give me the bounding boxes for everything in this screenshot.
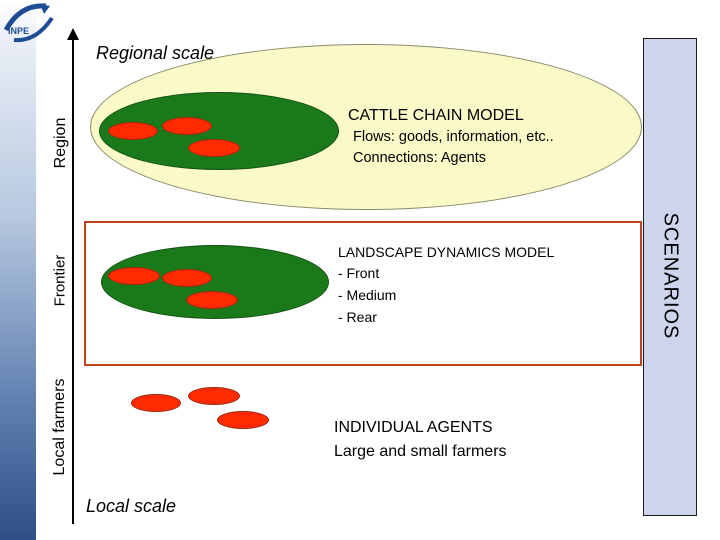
region-agent-dot — [188, 139, 240, 157]
landscape-item-rear: - Rear — [338, 309, 377, 325]
cattle-chain-line1: Flows: goods, information, etc.. — [353, 129, 554, 145]
region-level-label: Region — [52, 117, 69, 169]
region-agent-dot — [108, 122, 158, 140]
scenarios-label: SCENARIOS — [659, 212, 682, 340]
agents-line1: INDIVIDUAL AGENTS — [334, 419, 493, 436]
local-farmers-level-label: Local farmers — [51, 378, 68, 476]
cattle-chain-title: CATTLE CHAIN MODEL — [348, 107, 524, 124]
scale-axis-arrow-icon — [67, 28, 79, 40]
regional-scale-label: Regional scale — [96, 43, 215, 63]
cattle-chain-line2: Connections: Agents — [353, 150, 487, 166]
logo-text: INPE — [8, 26, 29, 36]
left-gradient-bar — [0, 0, 36, 540]
frontier-box — [84, 221, 642, 366]
frontier-agent-dot — [162, 269, 212, 287]
frontier-agent-dot — [186, 291, 238, 309]
landscape-title: LANDSCAPE DYNAMICS MODEL — [338, 244, 555, 260]
frontier-level-label: Frontier — [51, 254, 69, 307]
individual-agent-dot — [188, 387, 240, 405]
individual-agent-dot — [131, 394, 181, 412]
agents-line2: Large and small farmers — [334, 443, 507, 460]
local-scale-label: Local scale — [86, 496, 177, 516]
scale-axis-line — [72, 36, 74, 524]
scenarios-bar — [643, 38, 697, 516]
frontier-agent-dot — [108, 267, 160, 285]
inpe-logo-icon: INPE — [3, 3, 54, 43]
landscape-item-front: - Front — [338, 265, 380, 281]
individual-agent-dot — [217, 411, 269, 429]
region-agent-dot — [162, 117, 212, 135]
landscape-item-medium: - Medium — [338, 287, 397, 303]
